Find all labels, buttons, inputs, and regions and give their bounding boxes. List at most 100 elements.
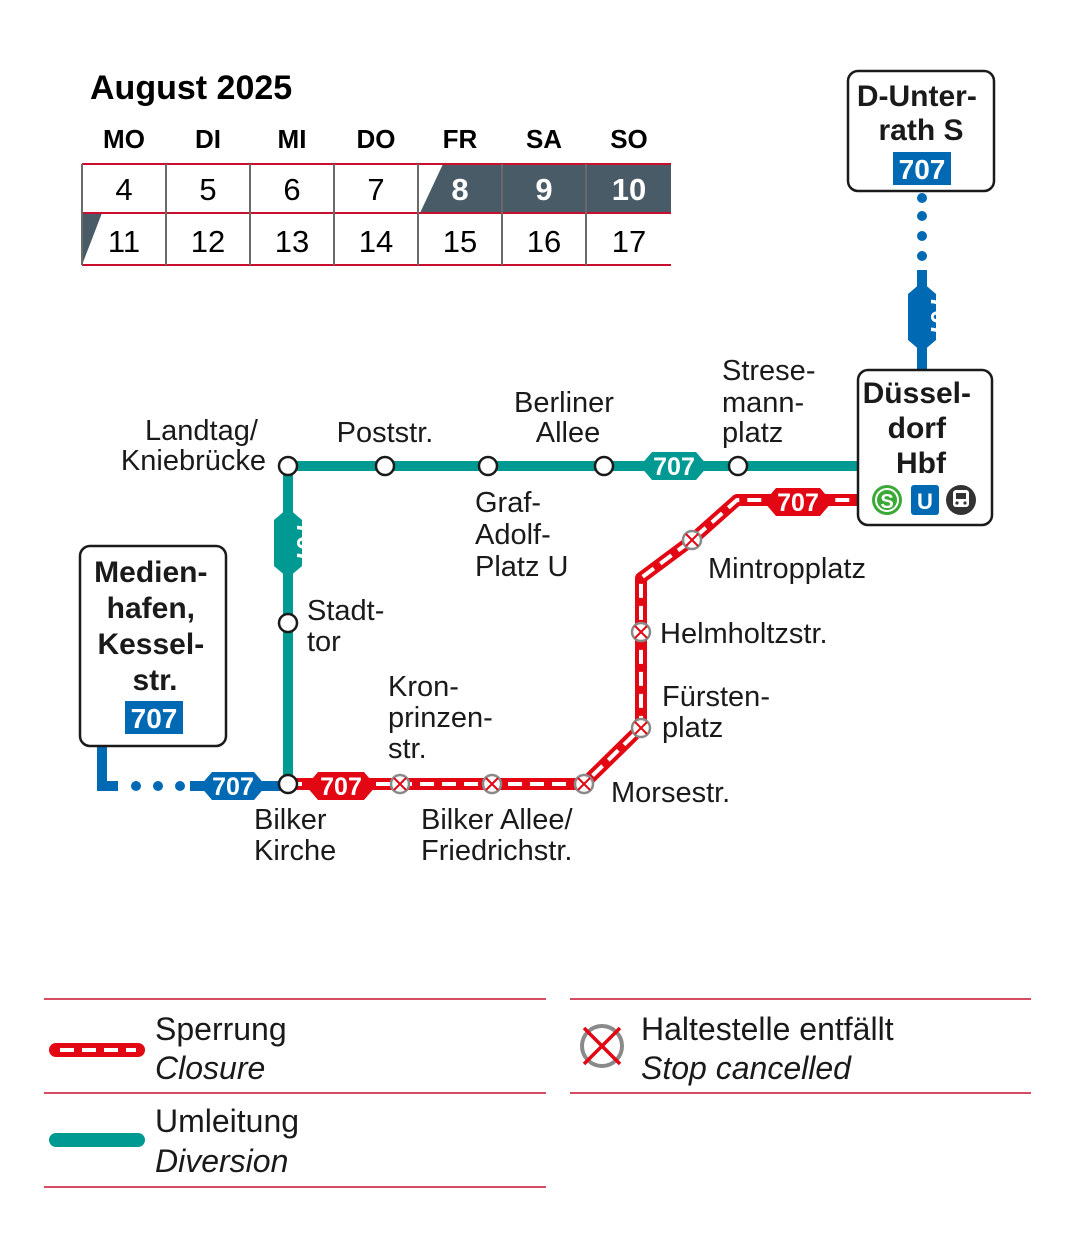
line-badge-label: 707 bbox=[777, 489, 819, 517]
legend-cancelled-icon bbox=[580, 1024, 624, 1068]
calendar: August 2025 MO DI MI DO FR SA SO bbox=[81, 69, 671, 266]
legend-cancelled-de: Haltestelle entfällt bbox=[641, 1011, 894, 1047]
calendar-day: 4 bbox=[115, 172, 132, 207]
legend-closure-en: Closure bbox=[155, 1050, 265, 1086]
calendar-title: August 2025 bbox=[90, 69, 292, 107]
cancelled-stop-mintropplatz bbox=[681, 529, 703, 551]
terminal-hub: Düssel- dorf Hbf S U bbox=[856, 368, 994, 527]
calendar-weekdays: MO DI MI DO FR SA SO bbox=[103, 124, 648, 154]
terminal-north-badge bbox=[893, 152, 951, 185]
line-badge-closure bbox=[306, 772, 376, 800]
terminal-west-badge bbox=[125, 701, 183, 734]
cancelled-stop-kronprinzenstr bbox=[389, 773, 411, 795]
weekday-do: DO bbox=[357, 124, 396, 154]
cancelled-stop-helmholtzstr bbox=[630, 621, 652, 643]
calendar-grid bbox=[82, 163, 671, 266]
legend-diversion-de: Umleitung bbox=[155, 1103, 299, 1139]
weekday-fr: FR bbox=[443, 124, 478, 154]
cancelled-stop-fuerstenplatz bbox=[630, 717, 652, 739]
stop-poststr bbox=[374, 455, 396, 477]
legend-rules bbox=[44, 998, 1031, 1188]
label-morsestr: Morsestr. bbox=[611, 777, 730, 809]
legend-cancelled-en: Stop cancelled bbox=[641, 1050, 852, 1086]
line-badge-label: 707 bbox=[320, 773, 362, 801]
weekday-mi: MI bbox=[278, 124, 307, 154]
line-badge-label: 707 bbox=[925, 296, 953, 338]
weekday-sa: SA bbox=[526, 124, 562, 154]
calendar-day: 5 bbox=[199, 172, 216, 207]
stop-graf-adolf-platz bbox=[477, 455, 499, 477]
terminal-west: Medien- hafen, Kessel- str. 707 bbox=[78, 544, 228, 748]
terminal-west-name: Medien- hafen, Kessel- str. bbox=[94, 556, 216, 697]
label-kronprinzenstr: Kron- prinzen- str. bbox=[388, 671, 501, 765]
calendar-day-affected: 9 bbox=[535, 172, 552, 207]
calendar-day-affected: 10 bbox=[612, 172, 646, 207]
legend-closure-de: Sperrung bbox=[155, 1011, 287, 1047]
terminal-hub-name: Düssel- dorf Hbf bbox=[863, 377, 980, 480]
calendar-day: 6 bbox=[283, 172, 300, 207]
weekday-mo: MO bbox=[103, 124, 145, 154]
label-berliner-allee: Berliner Allee bbox=[514, 387, 622, 449]
line-badges: 707 707 707 707 707 707 bbox=[200, 282, 953, 801]
stop-labels: Landtag/ Kniebrücke Poststr. Graf- Adolf… bbox=[121, 355, 866, 867]
calendar-day: 11 bbox=[108, 224, 140, 259]
terminal-west-badge-label: 707 bbox=[131, 703, 178, 734]
calendar-cell-so10-highlight bbox=[587, 164, 671, 213]
line-badge-label: 707 bbox=[653, 453, 695, 481]
calendar-day: 17 bbox=[612, 224, 646, 259]
stop-berliner-allee bbox=[593, 455, 615, 477]
weekday-so: SO bbox=[610, 124, 648, 154]
stop-landtag bbox=[277, 455, 299, 477]
calendar-day: 12 bbox=[191, 224, 225, 259]
calendar-cell-sa9-highlight bbox=[502, 164, 586, 213]
label-stresemannplatz: Strese- mann- platz bbox=[722, 355, 824, 449]
terminal-north-badge-label: 707 bbox=[899, 154, 946, 185]
stop-stresemannplatz bbox=[727, 455, 749, 477]
u-bahn-icon: U bbox=[911, 485, 939, 515]
line-badge-closure-hbf bbox=[764, 488, 832, 516]
line-badge-west bbox=[200, 772, 266, 800]
line-badge-label: 707 bbox=[291, 522, 319, 564]
calendar-day: 14 bbox=[359, 224, 393, 259]
weekday-di: DI bbox=[195, 124, 221, 154]
stop-stadttor bbox=[277, 612, 299, 634]
label-landtag: Landtag/ Kniebrücke bbox=[121, 415, 266, 477]
tram-icon bbox=[946, 485, 976, 515]
s-bahn-icon: S bbox=[872, 485, 902, 515]
calendar-day: 13 bbox=[275, 224, 309, 259]
line-badge-diversion-vertical bbox=[274, 508, 302, 578]
west-dotted-connector bbox=[131, 781, 185, 791]
calendar-dividers bbox=[81, 164, 587, 265]
label-mintropplatz: Mintropplatz bbox=[708, 553, 866, 585]
svg-text:U: U bbox=[917, 489, 933, 514]
north-dotted-connector bbox=[917, 193, 927, 261]
calendar-cell-fr8-highlight bbox=[420, 164, 502, 213]
line-to-west-terminal bbox=[97, 746, 118, 791]
calendar-day: 16 bbox=[527, 224, 561, 259]
line-badge-diversion bbox=[640, 452, 708, 480]
label-helmholtzstr: Helmholtzstr. bbox=[660, 618, 828, 650]
label-fuerstenplatz: Fürsten- platz bbox=[662, 681, 778, 744]
calendar-day: 7 bbox=[367, 172, 384, 207]
cancelled-stop-bilker-allee bbox=[481, 773, 503, 795]
stops-cancelled bbox=[389, 529, 703, 795]
stops-open bbox=[277, 455, 749, 795]
stop-bilker-kirche bbox=[277, 773, 299, 795]
cancelled-stop-morsestr bbox=[573, 773, 595, 795]
label-bilker-kirche: Bilker Kirche bbox=[254, 804, 336, 867]
label-graf-adolf-platz: Graf- Adolf- Platz U bbox=[475, 487, 568, 583]
legend: Sperrung Closure Umleitung Diversion Hal… bbox=[44, 998, 1031, 1188]
calendar-day-affected: 8 bbox=[451, 172, 468, 207]
line-badge-north bbox=[908, 282, 936, 352]
terminal-north-name: D-Unter- rath S bbox=[857, 80, 985, 147]
calendar-day: 15 bbox=[443, 224, 477, 259]
calendar-cell-mo11-marker bbox=[82, 213, 102, 265]
svg-text:S: S bbox=[880, 491, 893, 513]
legend-diversion-en: Diversion bbox=[155, 1143, 288, 1179]
label-poststr: Poststr. bbox=[337, 417, 434, 449]
terminal-north: D-Unter- rath S 707 bbox=[846, 69, 996, 193]
label-stadttor: Stadt- tor bbox=[307, 595, 392, 658]
line-badge-label: 707 bbox=[212, 773, 254, 801]
label-bilker-allee: Bilker Allee/ Friedrichstr. bbox=[421, 804, 581, 867]
